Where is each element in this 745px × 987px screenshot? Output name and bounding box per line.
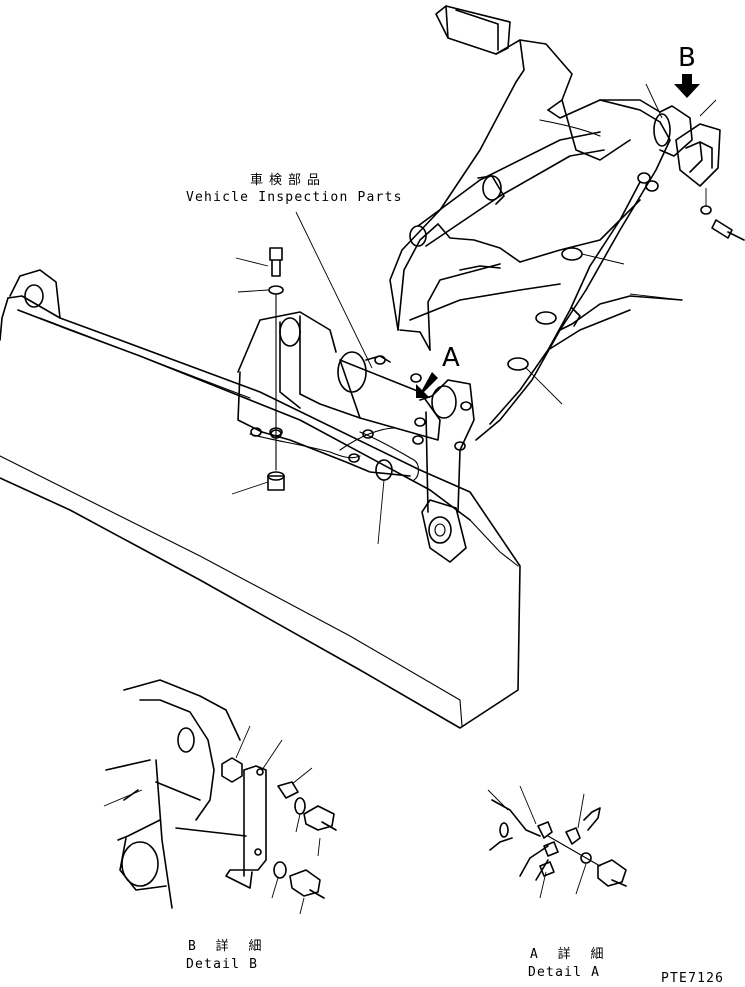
- vehicle-inspection-parts-label-jp: 車検部品: [250, 173, 326, 188]
- loader-frame: [389, 5, 745, 441]
- detail-b-title-en: Detail B: [186, 957, 258, 972]
- detail-b-title-jp: B 詳 細: [188, 938, 267, 954]
- drawing-number: PTE7126: [661, 971, 724, 986]
- detail-a-title-en: Detail A: [528, 965, 600, 980]
- leader-lines: [231, 83, 717, 545]
- view-b-label: B: [678, 43, 696, 73]
- view-arrow-a: [416, 372, 438, 398]
- dozer-blade: [0, 269, 521, 729]
- blade-bracket: [237, 311, 475, 513]
- detail-b-drawing: [103, 679, 337, 915]
- detail-a-title-jp: A 詳 細: [530, 946, 609, 962]
- view-a-label: A: [442, 343, 460, 373]
- view-arrow-b: [674, 74, 700, 98]
- vehicle-inspection-parts-label-en: Vehicle Inspection Parts: [186, 190, 403, 205]
- bolt-stack: [267, 247, 285, 491]
- main-assembly: [0, 5, 745, 729]
- detail-a-drawing: [487, 785, 627, 899]
